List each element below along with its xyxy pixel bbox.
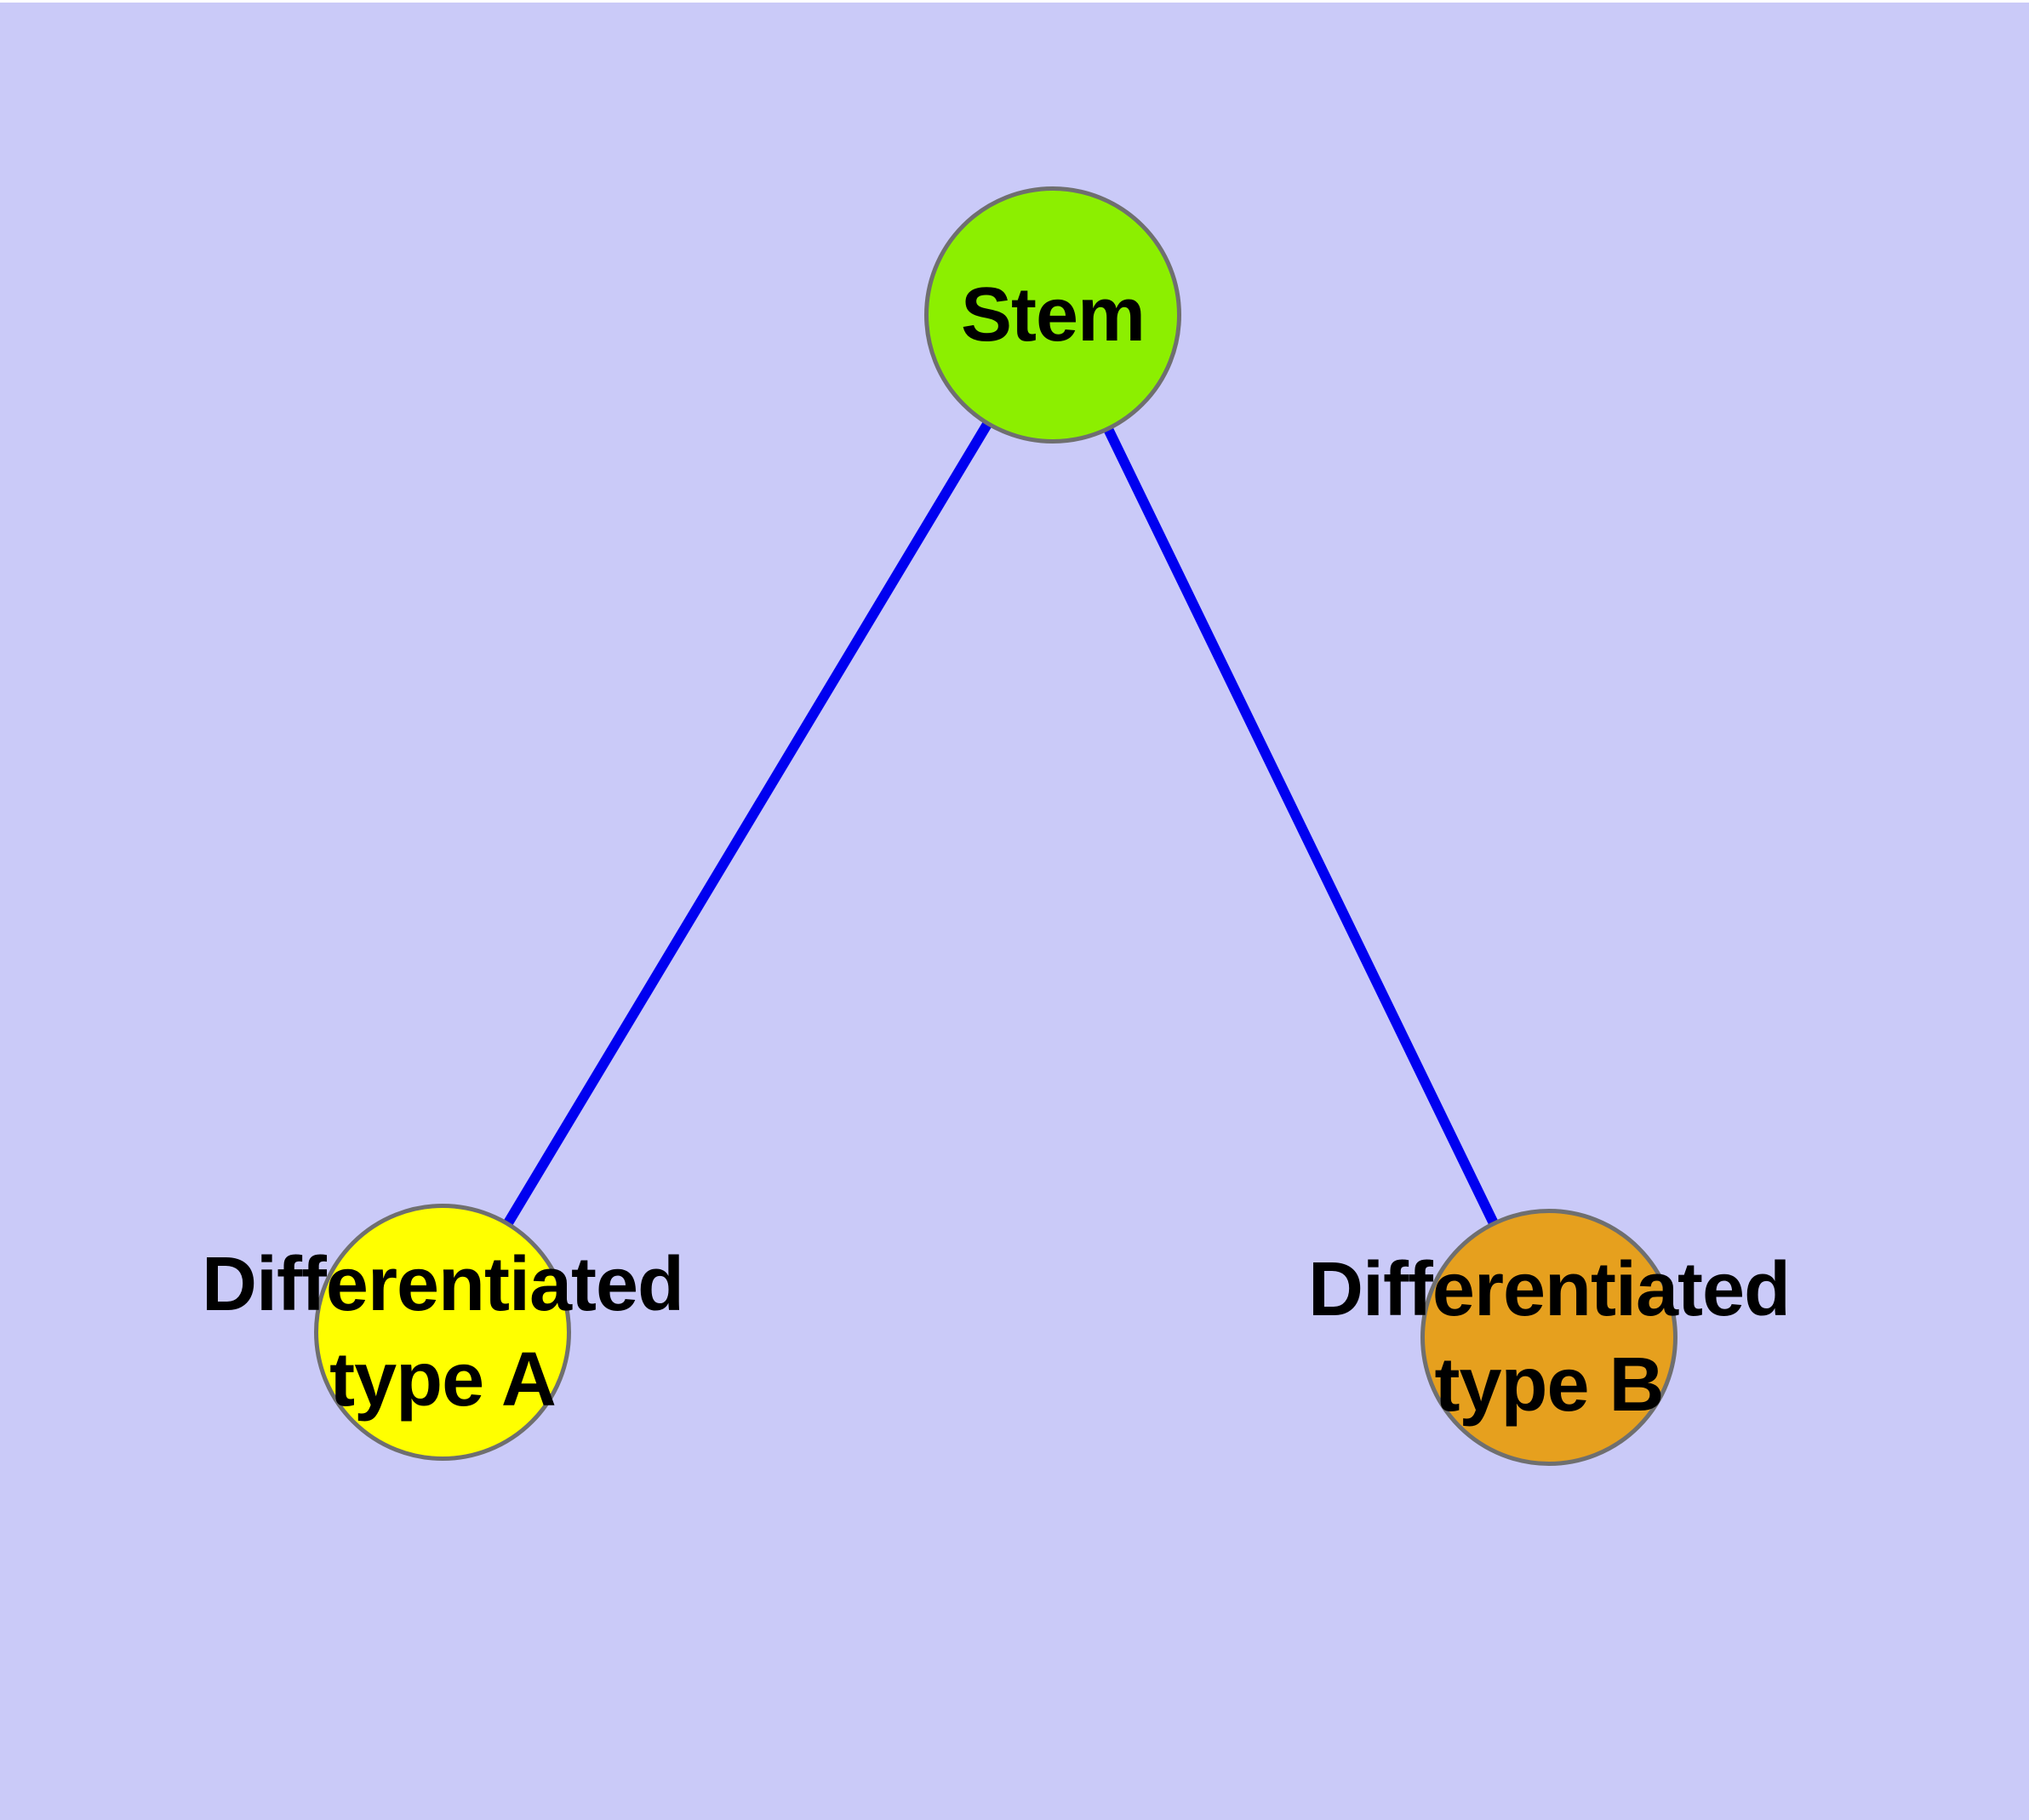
node-differentiated-type-a-label: Differentiated type A (201, 1242, 684, 1422)
node-stem-label: Stem (960, 272, 1146, 358)
edge-stem-to-type-a (437, 312, 1058, 1336)
edge-stem-to-type-b (1048, 312, 1554, 1340)
node-differentiated-type-b-circle (1420, 1209, 1677, 1466)
canvas-top-edge-strip (0, 0, 2029, 3)
node-differentiated-type-a-circle (314, 1204, 571, 1461)
node-differentiated-type-b-label: Differentiated type B (1307, 1247, 1791, 1428)
node-stem-circle (924, 186, 1181, 444)
